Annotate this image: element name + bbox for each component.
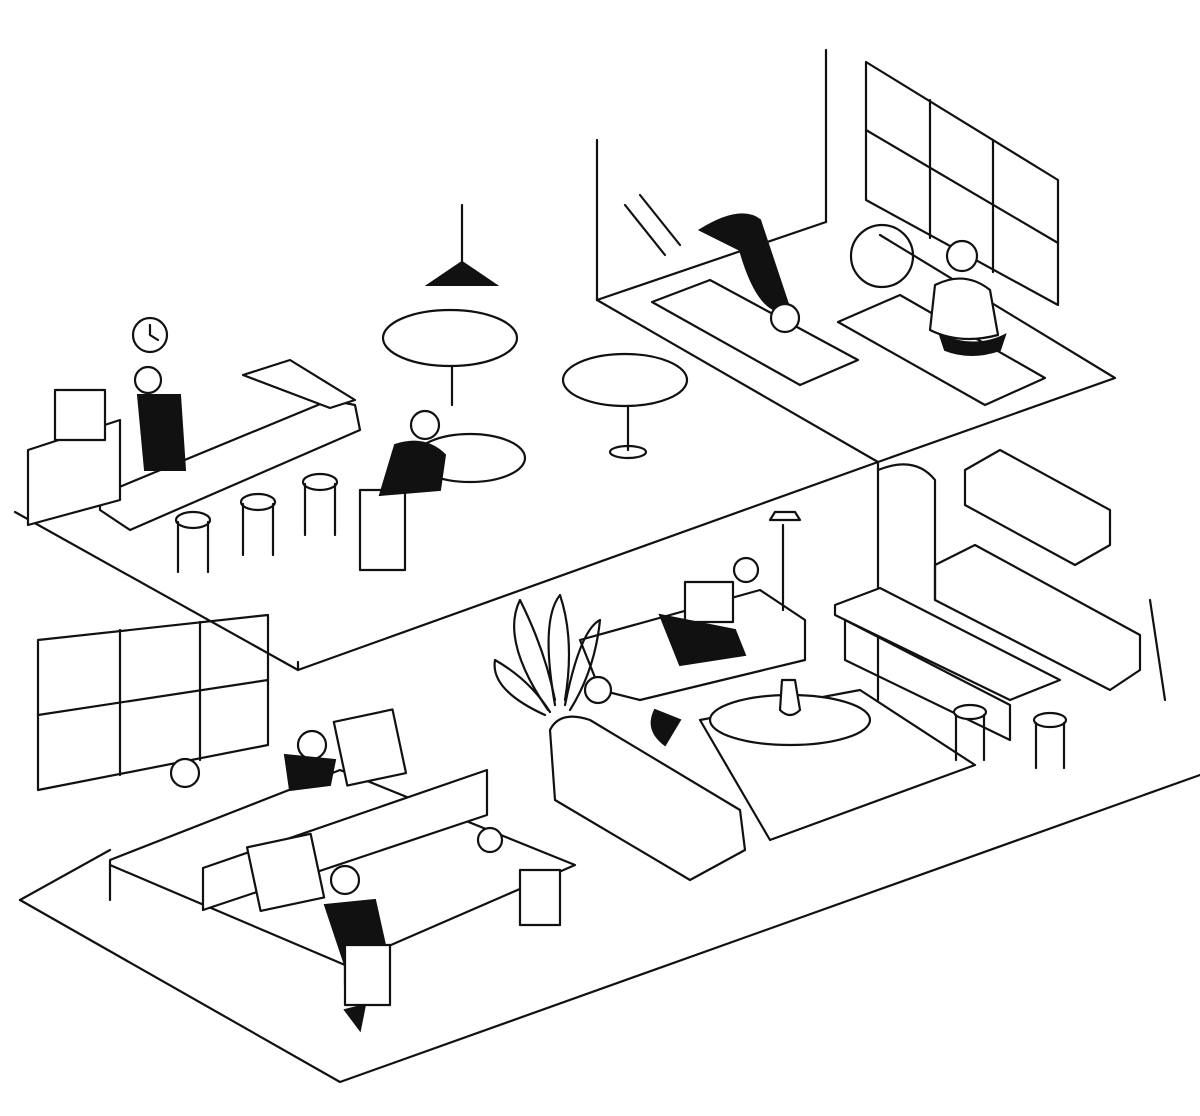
floor-lamp — [768, 510, 802, 522]
lower-floor — [18, 598, 1200, 1084]
lounge-area — [493, 510, 977, 882]
laptop — [683, 580, 735, 624]
kitchen — [833, 448, 1142, 770]
kitchen-island — [833, 586, 1062, 702]
bar-stools — [174, 472, 339, 574]
yoga-ball — [849, 223, 915, 289]
table-1 — [381, 308, 519, 368]
back-window-frame — [36, 613, 270, 792]
office-chair-back-1 — [343, 943, 392, 1007]
office-chair-back-2 — [518, 868, 562, 927]
monitor-1 — [332, 708, 408, 787]
table-2 — [561, 352, 689, 408]
vase — [778, 678, 802, 717]
plant — [493, 593, 602, 717]
monitor-2 — [245, 832, 326, 913]
fridge — [876, 463, 937, 602]
office-chair-base — [343, 1003, 367, 1033]
workspace — [108, 708, 577, 1033]
upper-floor — [13, 48, 1117, 702]
yoga-area — [650, 213, 1047, 407]
couch — [548, 715, 747, 882]
yoga-mat-1 — [650, 278, 860, 387]
bar-counter — [98, 398, 362, 532]
pendant-lamp — [424, 260, 500, 286]
upper-cabinets — [963, 448, 1112, 567]
coffee-machine — [53, 388, 107, 442]
yoga-mat-2 — [836, 293, 1047, 407]
cafe-area — [26, 203, 689, 574]
